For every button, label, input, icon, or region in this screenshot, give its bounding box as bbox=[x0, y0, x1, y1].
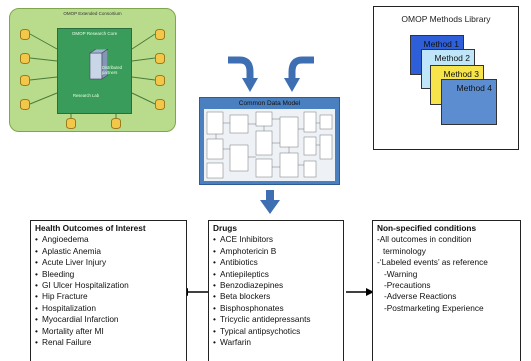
item-label: Myocardial Infarction bbox=[42, 314, 119, 325]
database-icon bbox=[155, 53, 165, 64]
health-outcomes-title: Health Outcomes of Interest bbox=[35, 223, 146, 233]
list-item: •Acute Liver Injury bbox=[35, 257, 107, 268]
database-icon bbox=[155, 29, 165, 40]
arrow-down-icon bbox=[284, 78, 300, 92]
list-item: •Tricyclic antidepressants bbox=[213, 314, 311, 325]
non-specified-conditions-box: Non-specified conditions -All outcomes i… bbox=[372, 220, 521, 361]
arrow-down-icon bbox=[242, 78, 258, 92]
item-label: Acute Liver Injury bbox=[42, 257, 107, 268]
item-label: Bleeding bbox=[42, 268, 75, 279]
list-item: •Antibiotics bbox=[213, 257, 258, 268]
list-item: •Mortality after MI bbox=[35, 325, 104, 336]
item-label: Antibiotics bbox=[220, 257, 258, 268]
list-item: •Beta blockers bbox=[213, 291, 271, 302]
item-label: GI Ulcer Hospitalization bbox=[42, 280, 129, 291]
condition-line: terminology bbox=[383, 245, 426, 256]
database-icon bbox=[20, 99, 30, 110]
list-item: •Hip Fracture bbox=[35, 291, 88, 302]
item-label: Tricyclic antidepressants bbox=[220, 314, 311, 325]
consortium-connectors bbox=[29, 33, 156, 118]
item-label: Renal Failure bbox=[42, 337, 92, 348]
consortium-title: OMOP Extended Consortium bbox=[63, 11, 122, 16]
curved-arrows bbox=[228, 56, 314, 92]
item-label: Bisphosphonates bbox=[220, 302, 284, 313]
list-item: •Bisphosphonates bbox=[213, 302, 284, 313]
non-specified-title: Non-specified conditions bbox=[377, 223, 477, 233]
item-label: ACE Inhibitors bbox=[220, 234, 274, 245]
item-label: Beta blockers bbox=[220, 291, 271, 302]
database-icon bbox=[66, 118, 76, 129]
item-label: Hospitalization bbox=[42, 302, 96, 313]
drugs-title: Drugs bbox=[213, 223, 237, 233]
list-item: •Benzodiazepines bbox=[213, 280, 284, 291]
drugs-list: •ACE Inhibitors •Amphotericin B •Antibio… bbox=[213, 234, 339, 348]
list-item: •Myocardial Infarction bbox=[35, 314, 119, 325]
database-icon bbox=[20, 29, 30, 40]
condition-line: -All outcomes in condition bbox=[377, 234, 472, 245]
research-core-title: OMOP Research Core bbox=[71, 31, 118, 36]
list-item: •Warfarin bbox=[213, 337, 252, 348]
condition-line: -‘Labeled events’ as reference bbox=[377, 257, 488, 268]
cdm-schema-diagram bbox=[204, 109, 335, 181]
list-item: •Aplastic Anemia bbox=[35, 245, 102, 256]
list-item: •Hospitalization bbox=[35, 302, 96, 313]
methods-library: OMOP Methods Library Method 1 Method 2 M… bbox=[373, 6, 519, 150]
item-label: Typical antipsychotics bbox=[220, 325, 301, 336]
database-icon bbox=[20, 53, 30, 64]
methods-library-title: OMOP Methods Library bbox=[401, 14, 491, 24]
server-icon bbox=[89, 49, 108, 80]
item-label: Angioedema bbox=[42, 234, 89, 245]
arrow-right-icon bbox=[346, 288, 374, 296]
research-lab-label: Research Lab bbox=[72, 93, 100, 98]
list-item: -Postmarketing Experience bbox=[384, 302, 484, 313]
list-item: •GI Ulcer Hospitalization bbox=[35, 280, 129, 291]
list-item: •ACE Inhibitors bbox=[213, 234, 274, 245]
list-item: -Adverse Reactions bbox=[384, 291, 457, 302]
item-label: Hip Fracture bbox=[42, 291, 88, 302]
database-icon bbox=[111, 118, 121, 129]
list-item: •Bleeding bbox=[35, 268, 75, 279]
item-label: Mortality after MI bbox=[42, 325, 104, 336]
drugs-box: Drugs •ACE Inhibitors •Amphotericin B •A… bbox=[208, 220, 344, 361]
health-outcomes-list: •Angioedema •Aplastic Anemia •Acute Live… bbox=[35, 234, 182, 348]
list-item: •Amphotericin B bbox=[213, 245, 277, 256]
item-label: Warfarin bbox=[220, 337, 252, 348]
item-label: Aplastic Anemia bbox=[42, 245, 102, 256]
schema-lines bbox=[206, 111, 333, 179]
arrow-down-icon bbox=[260, 190, 280, 214]
database-icon bbox=[155, 75, 165, 86]
item-label: Amphotericin B bbox=[220, 245, 277, 256]
list-item: -Precautions bbox=[384, 280, 431, 291]
list-item: -Warning bbox=[384, 268, 418, 279]
list-item: •Typical antipsychotics bbox=[213, 325, 301, 336]
database-icon bbox=[20, 75, 30, 86]
database-icon bbox=[155, 99, 165, 110]
common-data-model: Common Data Model bbox=[199, 97, 340, 185]
method-card: Method 4 bbox=[441, 79, 497, 125]
cdm-title: Common Data Model bbox=[238, 100, 301, 107]
distributed-partners-label: Distributed partners bbox=[102, 65, 123, 75]
research-core: OMOP Research Core Distributed partners … bbox=[57, 28, 132, 114]
list-item: •Angioedema bbox=[35, 234, 89, 245]
health-outcomes-box: Health Outcomes of Interest •Angioedema … bbox=[30, 220, 187, 361]
consortium-diagram: OMOP Extended Consortium OMOP Research C… bbox=[9, 8, 176, 132]
list-item: •Antiepileptics bbox=[213, 268, 269, 279]
item-label: Antiepileptics bbox=[220, 268, 269, 279]
list-item: •Renal Failure bbox=[35, 337, 92, 348]
item-label: Benzodiazepines bbox=[220, 280, 284, 291]
